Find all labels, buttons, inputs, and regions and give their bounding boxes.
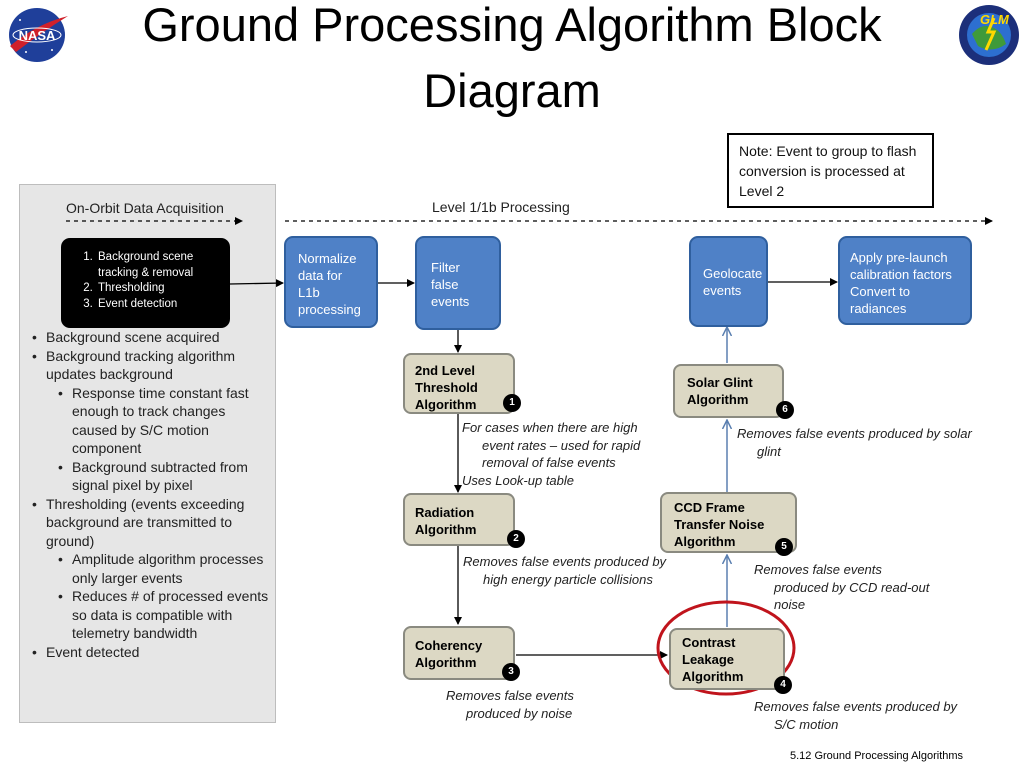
on-orbit-header: On-Orbit Data Acquisition — [66, 200, 224, 216]
sub-bullet-item: Response time constant fast enough to tr… — [58, 384, 270, 458]
glm-logo: GLM — [959, 5, 1019, 65]
bullet-text: Background tracking algorithm updates ba… — [46, 347, 236, 383]
radiation-description: Removes false events produced by high en… — [463, 554, 667, 587]
sub-bullet-item: Amplitude algorithm processes only large… — [58, 550, 270, 587]
onboard-step: Thresholding — [96, 281, 222, 297]
threshold-algorithm-block: 2nd Level Threshold Algorithm — [403, 353, 515, 414]
arrow-onboard-to-normalize — [229, 279, 284, 288]
bullet-item: Background scene acquired — [32, 328, 270, 347]
slide-footer: 5.12 Ground Processing Algorithms — [790, 750, 964, 762]
bullet-item: Background tracking algorithm updates ba… — [32, 347, 270, 495]
threshold-description-text: For cases when there are high event rate… — [462, 420, 641, 470]
sub-bullet-item: Background subtracted from signal pixel … — [58, 458, 270, 495]
threshold-extra-text: Uses Look-up table — [462, 472, 575, 488]
algorithm-number-badge: 1 — [503, 394, 521, 412]
onboard-step: Background scene tracking & removal — [96, 250, 222, 281]
onboard-processing-box: Background scene tracking & removal Thre… — [61, 238, 230, 328]
algorithm-number-badge: 6 — [776, 401, 794, 419]
ccd-description: Removes false events produced by CCD rea… — [754, 562, 930, 612]
coherency-algorithm-block: Coherency Algorithm — [403, 626, 515, 680]
nasa-logo-text: NASA — [19, 28, 56, 43]
solar-glint-algorithm-block: Solar Glint Algorithm — [673, 364, 784, 418]
page-title: Ground Processing Algorithm Block Diagra… — [0, 0, 1024, 124]
title-line-1: Ground Processing Algorithm Block — [142, 0, 882, 51]
note-box: Note: Event to group to flash conversion… — [727, 133, 934, 208]
contrast-leakage-description: Removes false events produced by S/C mot… — [754, 699, 958, 732]
nasa-logo: NASA — [9, 8, 68, 62]
algorithm-number-badge: 3 — [502, 663, 520, 681]
algorithm-number-badge: 5 — [775, 538, 793, 556]
geolocate-block: Geolocate events — [689, 236, 768, 327]
onboard-step: Event detection — [96, 297, 222, 313]
ccd-frame-transfer-algorithm-block: CCD Frame Transfer Noise Algorithm — [660, 492, 797, 553]
glm-logo-text: GLM — [980, 12, 1010, 27]
bullet-text: Thresholding (events exceeding backgroun… — [46, 495, 245, 549]
radiation-algorithm-block: Radiation Algorithm — [403, 493, 515, 546]
contrast-leakage-algorithm-block: Contrast Leakage Algorithm — [669, 628, 785, 690]
highlight-ellipse — [656, 600, 796, 696]
bullet-item: Event detected — [32, 643, 270, 662]
algorithm-number-badge: 2 — [507, 530, 525, 548]
threshold-description: For cases when there are high event rate… — [462, 419, 662, 489]
normalize-block: Normalize data for L1b processing — [284, 236, 378, 328]
calibrate-block: Apply pre-launch calibration factors Con… — [838, 236, 972, 325]
title-line-2: Diagram — [423, 64, 601, 117]
solar-glint-description: Removes false events produced by solar g… — [737, 426, 972, 459]
on-orbit-bullets: Background scene acquired Background tra… — [30, 328, 270, 661]
bullet-item: Thresholding (events exceeding backgroun… — [32, 495, 270, 643]
level1-header: Level 1/1b Processing — [432, 199, 570, 215]
algorithm-number-badge: 4 — [774, 676, 792, 694]
filter-block: Filter false events — [415, 236, 501, 330]
sub-bullet-item: Reduces # of processed events so data is… — [58, 587, 270, 643]
coherency-description: Removes false events produced by noise — [446, 688, 574, 721]
